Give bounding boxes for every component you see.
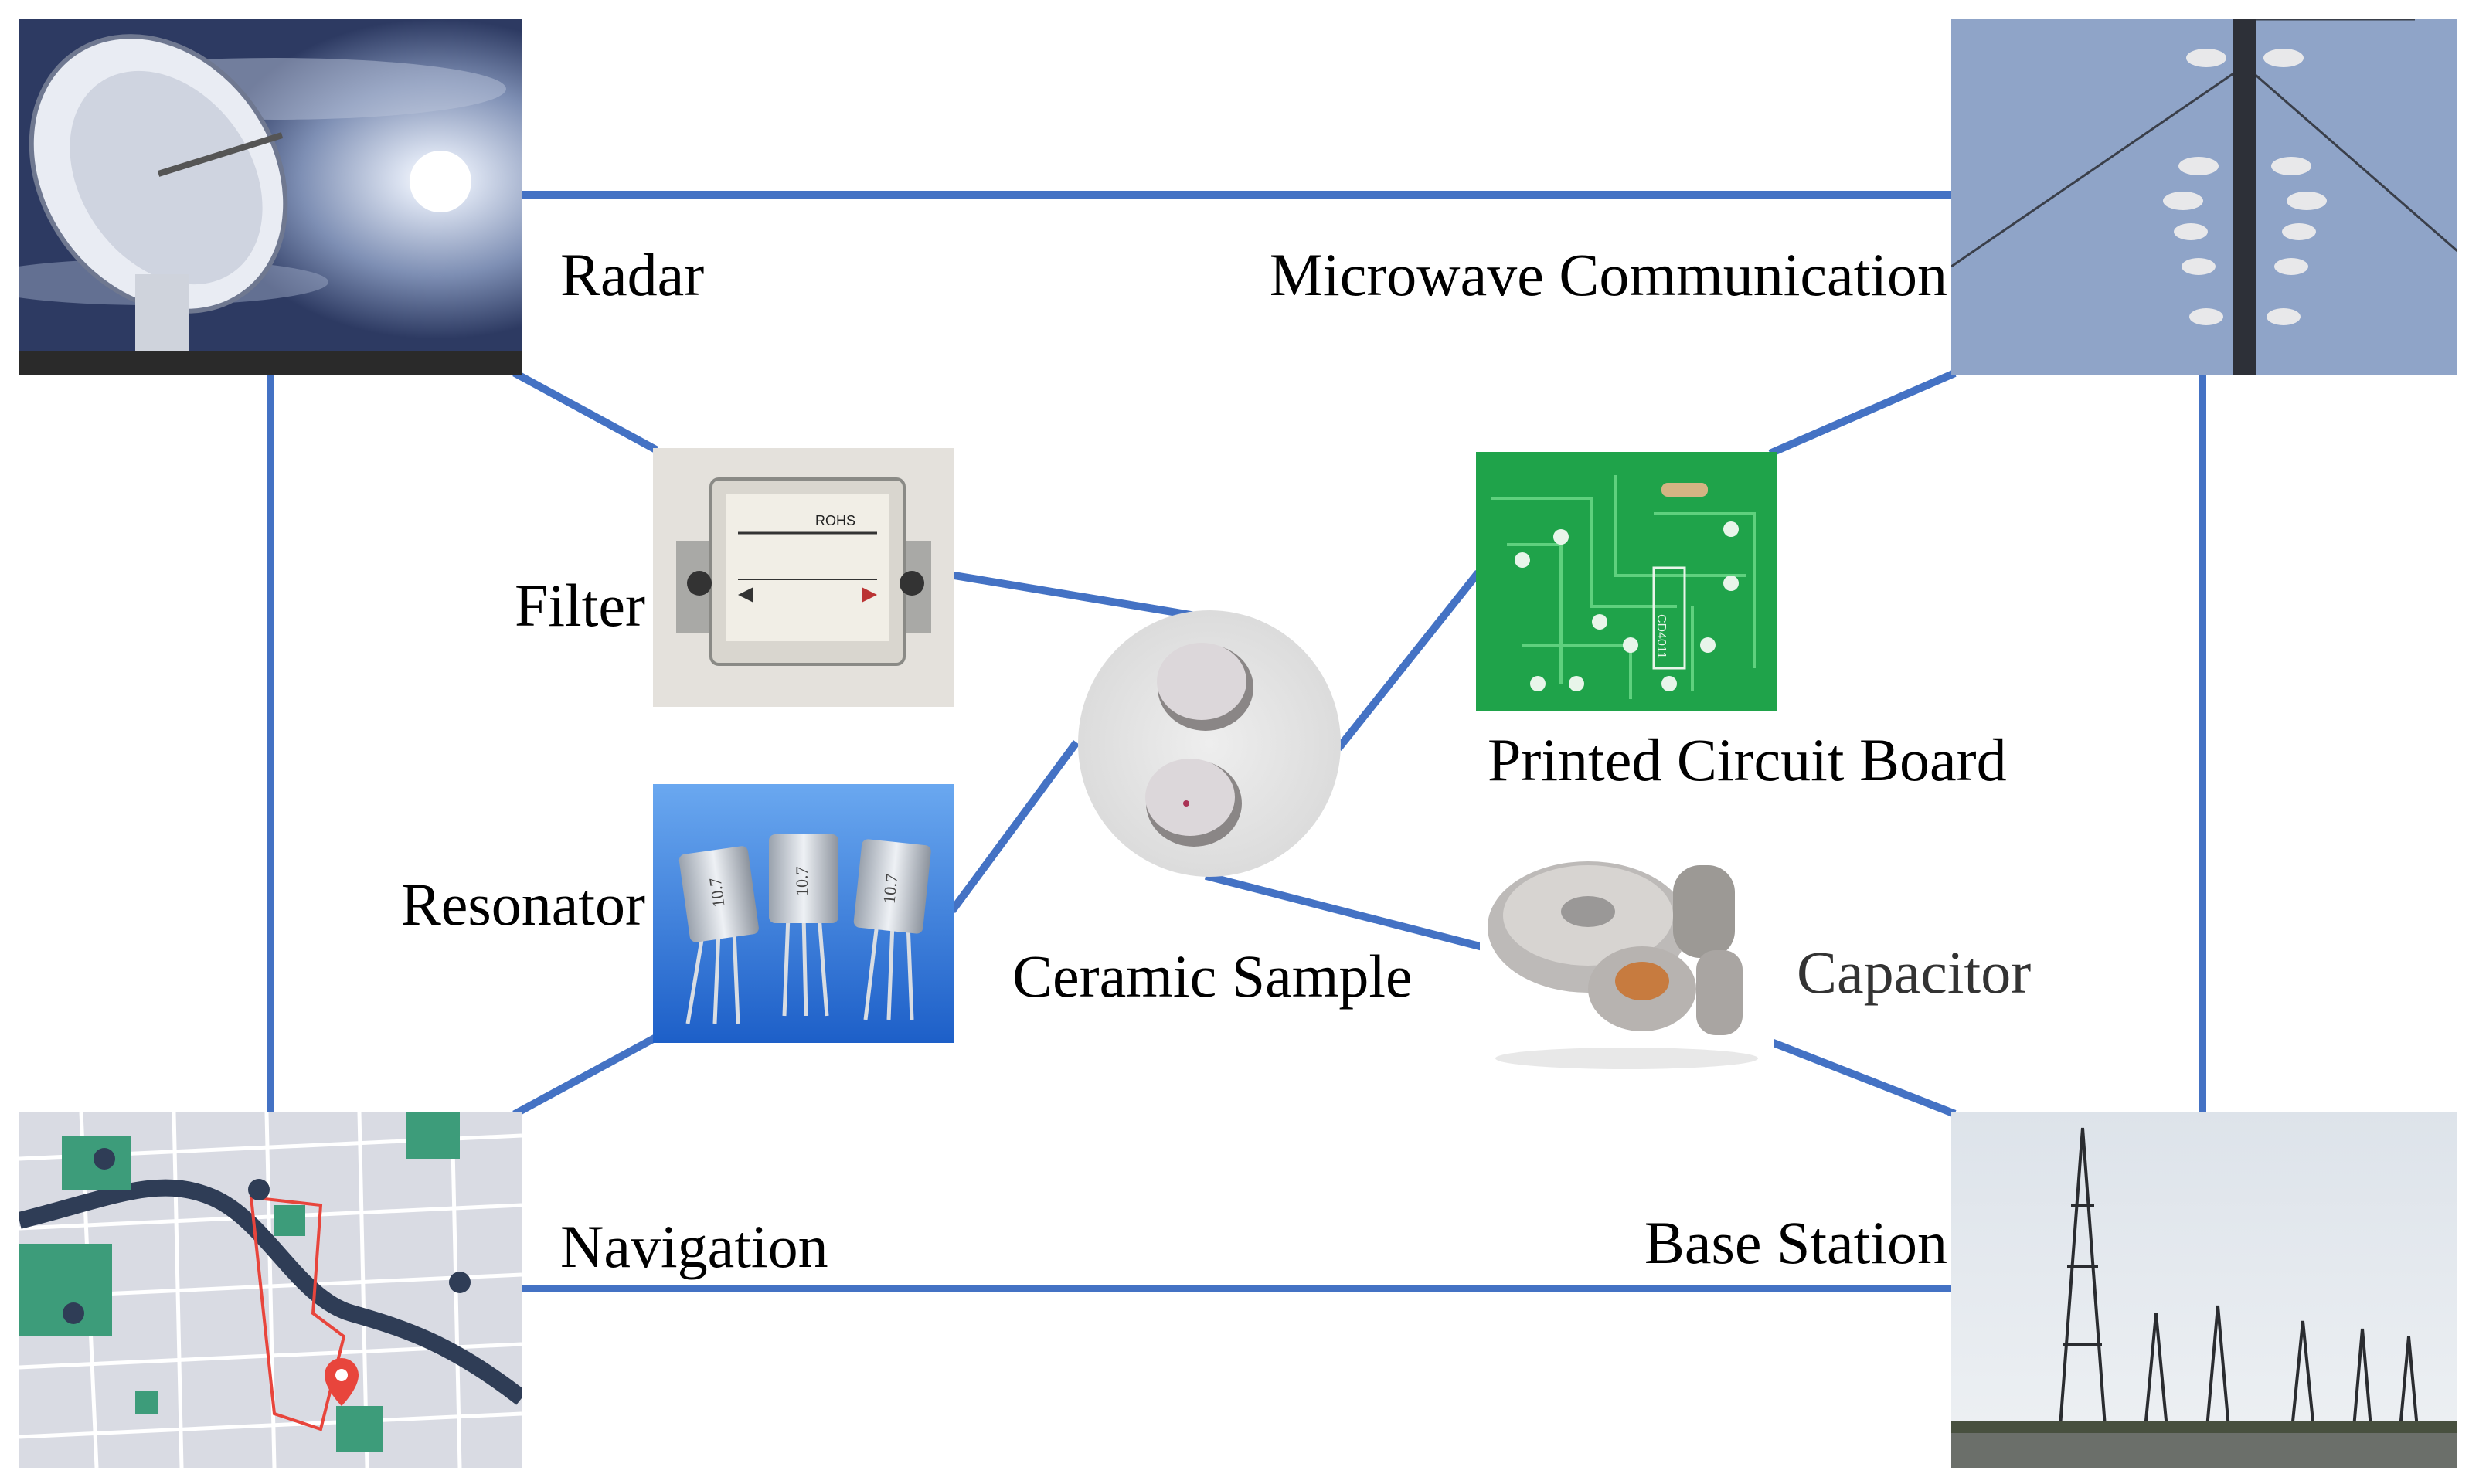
capacitor-label: Capacitor: [1797, 939, 2032, 1006]
resonator-image: 10.7 10.7 10.7: [653, 784, 954, 1043]
radar-image: [19, 19, 522, 375]
base-station-image: [1951, 1112, 2457, 1468]
resonator-freq-text-1: 10.7: [706, 877, 729, 909]
base-station-label: Base Station: [1644, 1209, 1947, 1276]
microwave-communication-label: Microwave Communication: [1269, 241, 1947, 308]
radar-label: Radar: [560, 241, 705, 308]
pcb-image: CD4011: [1476, 452, 1777, 711]
ceramic-sample-label: Ceramic Sample: [1012, 942, 1413, 1010]
filter-image: ROHS: [653, 448, 954, 707]
pcb-chip-text: CD4011: [1655, 614, 1668, 659]
resonator-label: Resonator: [400, 871, 645, 938]
microwave-tower-image: [1951, 19, 2457, 375]
line-ceramic-capacitor: [1204, 871, 1485, 952]
capacitor-image: [1480, 834, 1774, 1074]
printed-circuit-board-label: Printed Circuit Board: [1488, 726, 2007, 793]
line-resonator-navigation: [512, 1034, 658, 1118]
filter-marking-text: ROHS: [815, 513, 855, 528]
line-ceramic-pcb: [1335, 569, 1482, 752]
navigation-label: Navigation: [560, 1213, 828, 1280]
line-pcb-microwave: [1768, 369, 1957, 457]
line-capacitor-basestation: [1768, 1037, 1957, 1118]
resonator-freq-text-2: 10.7: [792, 867, 811, 897]
line-filter-ceramic: [950, 571, 1214, 623]
resonator-freq-text-3: 10.7: [879, 873, 901, 905]
line-radar-filter: [512, 369, 658, 453]
navigation-map-image: [19, 1112, 522, 1468]
filter-label: Filter: [515, 572, 645, 639]
ceramic-sample-image: [1078, 610, 1341, 877]
line-resonator-ceramic: [949, 740, 1080, 913]
